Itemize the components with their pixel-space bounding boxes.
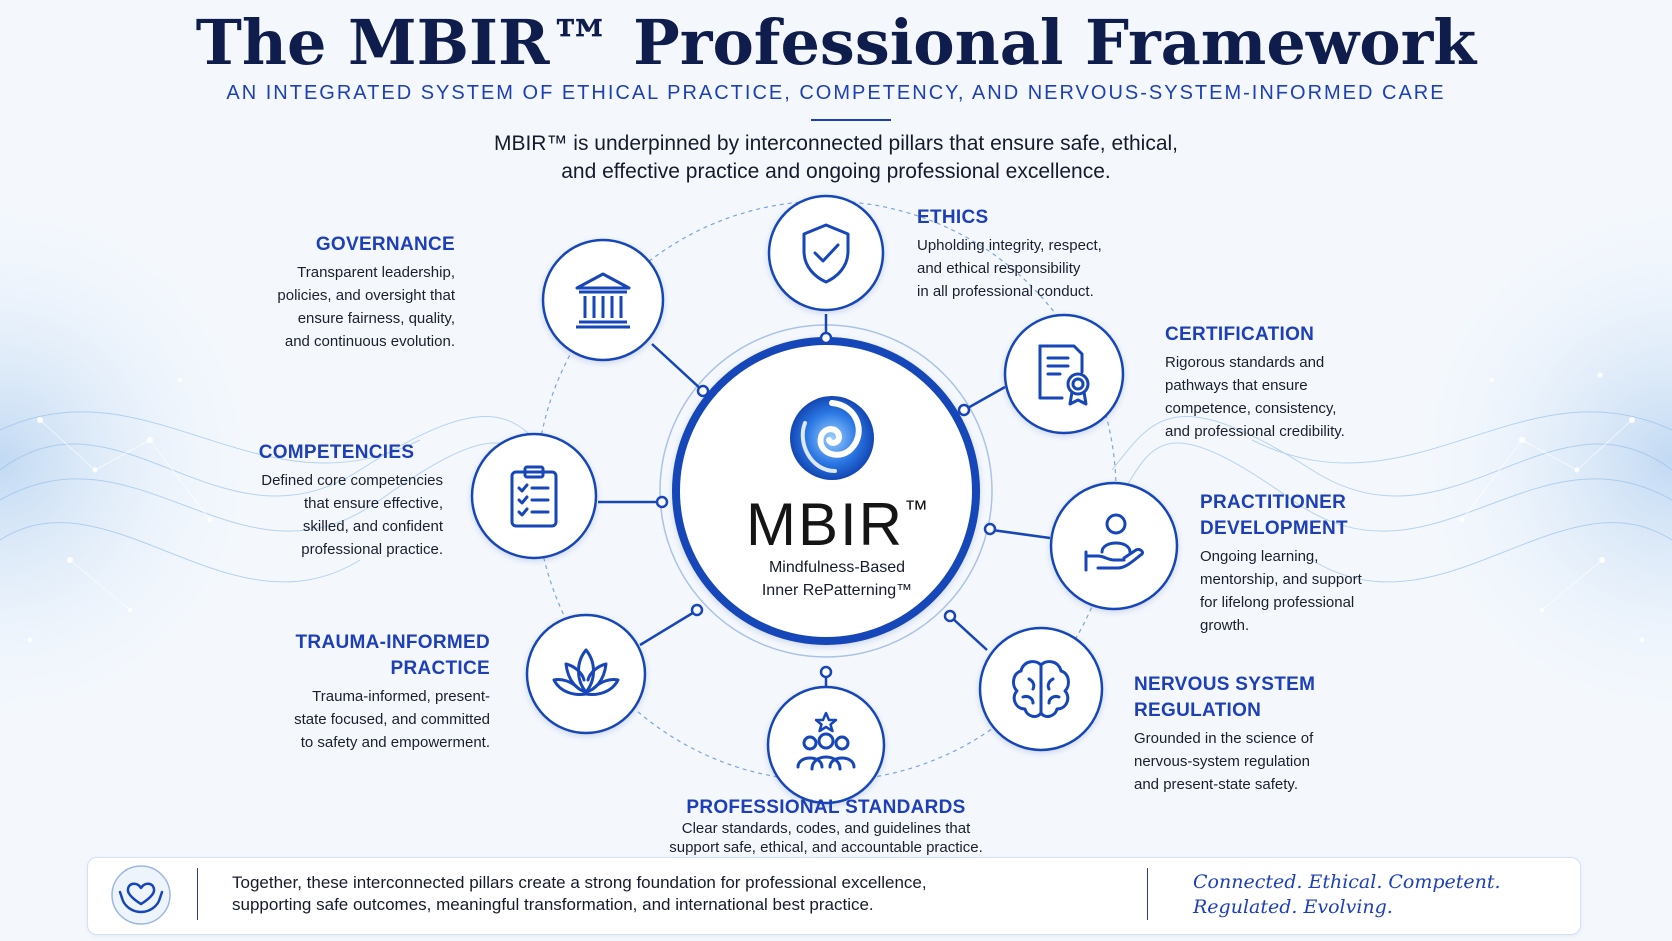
page-subtitle: AN INTEGRATED SYSTEM OF ETHICAL PRACTICE… bbox=[226, 82, 1446, 104]
pillar-competencies-line: professional practice. bbox=[301, 541, 443, 558]
pillar-professional-standards: PROFESSIONAL STANDARDS Clear standards, … bbox=[626, 797, 1026, 857]
intro-line-1: MBIR™ is underpinned by interconnected p… bbox=[493, 132, 1179, 155]
pillar-governance-line: ensure fairness, quality, bbox=[297, 310, 455, 327]
pillar-competencies-line: that ensure effective, bbox=[304, 495, 443, 512]
node-practitioner bbox=[1049, 481, 1179, 611]
pillar-standards-text: Clear standards, codes, and guidelines t… bbox=[626, 819, 1026, 857]
pillar-competencies-title: COMPETENCIES bbox=[258, 442, 415, 463]
pillar-governance-line: policies, and oversight that bbox=[277, 287, 455, 304]
center-subtitle: Mindfulness-Based Inner RePatterning™ bbox=[707, 556, 967, 602]
pillar-practitioner-line: growth. bbox=[1200, 617, 1250, 634]
pillar-governance-text: Transparent leadership, policies, and ov… bbox=[255, 261, 455, 353]
footer-tagline-line-2: Regulated. Evolving. bbox=[1193, 896, 1393, 918]
pillar-certification-line: Rigorous standards and bbox=[1165, 354, 1325, 371]
intro-text: MBIR™ is underpinned by interconnected p… bbox=[340, 130, 1332, 186]
footer-banner bbox=[87, 857, 1581, 935]
pillar-nervous-line: Grounded in the science of bbox=[1134, 730, 1314, 747]
pillar-practitioner-title-2: DEVELOPMENT bbox=[1200, 518, 1348, 539]
center-subtitle-line-2: Inner RePatterning™ bbox=[761, 582, 913, 599]
pillar-trauma-line: to safety and empowerment. bbox=[300, 734, 490, 751]
pillar-trauma-line: state focused, and committed bbox=[294, 711, 490, 728]
intro-line-2: and effective practice and ongoing profe… bbox=[561, 160, 1111, 183]
pillar-nervous-line: and present-state safety. bbox=[1134, 776, 1298, 793]
pillar-ethics: ETHICS Upholding integrity, respect, and… bbox=[917, 205, 1147, 303]
mbir-swirl-logo-icon bbox=[790, 396, 874, 480]
pillar-certification-text: Rigorous standards and pathways that ens… bbox=[1165, 351, 1395, 443]
lotus-icon bbox=[550, 638, 622, 710]
pillar-trauma-informed: TRAUMA-INFORMED PRACTICE Trauma-informed… bbox=[240, 630, 490, 754]
footer-tagline: Connected. Ethical. Competent. Regulated… bbox=[1193, 870, 1553, 920]
group-star-icon bbox=[790, 709, 862, 781]
node-certification bbox=[1003, 313, 1125, 435]
pillar-trauma-text: Trauma-informed, present- state focused,… bbox=[240, 685, 490, 754]
center-subtitle-line-1: Mindfulness-Based bbox=[768, 559, 906, 576]
pillar-competencies-line: Defined core competencies bbox=[261, 472, 443, 489]
node-trauma bbox=[525, 613, 647, 735]
pillar-trauma-line: Trauma-informed, present- bbox=[312, 688, 490, 705]
connector-nervous bbox=[950, 616, 988, 651]
pillar-practitioner-line: mentorship, and support bbox=[1200, 571, 1362, 588]
pillar-ethics-title: ETHICS bbox=[917, 207, 989, 228]
pillar-nervous-system: NERVOUS SYSTEM REGULATION Grounded in th… bbox=[1134, 672, 1374, 796]
pillar-trauma-title-2: PRACTICE bbox=[390, 658, 490, 679]
pillar-standards-title: PROFESSIONAL STANDARDS bbox=[686, 797, 966, 818]
pillar-standards-line: Clear standards, codes, and guidelines t… bbox=[681, 820, 971, 837]
pillar-ethics-line: and ethical responsibility bbox=[917, 260, 1081, 277]
connector-trauma bbox=[639, 609, 697, 647]
node-competencies bbox=[470, 432, 598, 560]
pillar-ethics-text: Upholding integrity, respect, and ethica… bbox=[917, 234, 1147, 303]
institution-icon bbox=[567, 264, 639, 336]
pillar-certification-line: competence, consistency, bbox=[1165, 400, 1337, 417]
footer-text: Together, these interconnected pillars c… bbox=[232, 872, 1132, 916]
footer-tagline-line-1: Connected. Ethical. Competent. bbox=[1193, 871, 1501, 893]
footer-text-line-1: Together, these interconnected pillars c… bbox=[232, 873, 927, 892]
pillar-ethics-line: Upholding integrity, respect, bbox=[917, 237, 1102, 254]
pillar-governance: GOVERNANCE Transparent leadership, polic… bbox=[255, 232, 455, 353]
pillar-ethics-line: in all professional conduct. bbox=[917, 283, 1094, 300]
pillar-practitioner-line: for lifelong professional bbox=[1200, 594, 1355, 611]
pillar-nervous-title-1: NERVOUS SYSTEM bbox=[1134, 674, 1316, 695]
heart-hands-icon bbox=[111, 865, 171, 925]
connector-certification bbox=[965, 385, 1006, 411]
connector-practitioner bbox=[991, 528, 1051, 540]
shield-check-icon bbox=[790, 217, 862, 289]
hand-person-icon bbox=[1078, 508, 1150, 580]
pillar-competencies-line: skilled, and confident bbox=[302, 518, 443, 535]
pillar-practitioner-title-1: PRACTITIONER bbox=[1200, 492, 1347, 513]
node-standards bbox=[766, 685, 886, 805]
pillar-standards-line: support safe, ethical, and accountable p… bbox=[669, 839, 983, 856]
center-tm: ™ bbox=[904, 496, 928, 523]
pillar-nervous-title-2: REGULATION bbox=[1134, 700, 1262, 721]
pillar-governance-title: GOVERNANCE bbox=[315, 234, 455, 255]
pillar-nervous-text: Grounded in the science of nervous-syste… bbox=[1134, 727, 1374, 796]
pillar-governance-line: Transparent leadership, bbox=[297, 264, 455, 281]
pillar-competencies-text: Defined core competencies that ensure ef… bbox=[230, 469, 443, 561]
pillar-nervous-line: nervous-system regulation bbox=[1134, 753, 1310, 770]
pillar-certification-line: pathways that ensure bbox=[1165, 377, 1308, 394]
footer-divider bbox=[197, 868, 198, 920]
connector-governance bbox=[651, 343, 704, 392]
center-title: MBIR™ bbox=[707, 478, 967, 557]
footer-divider bbox=[1147, 868, 1148, 920]
subtitle-divider bbox=[811, 119, 891, 121]
certificate-icon bbox=[1028, 338, 1100, 410]
pillar-practitioner-text: Ongoing learning, mentorship, and suppor… bbox=[1200, 545, 1430, 637]
pillar-certification-line: and professional credibility. bbox=[1165, 423, 1345, 440]
pillar-trauma-title-1: TRAUMA-INFORMED bbox=[295, 632, 490, 653]
pillar-certification: CERTIFICATION Rigorous standards and pat… bbox=[1165, 322, 1395, 443]
footer-text-line-2: supporting safe outcomes, meaningful tra… bbox=[232, 895, 874, 914]
pillar-governance-line: and continuous evolution. bbox=[284, 333, 455, 350]
pillar-practitioner-development: PRACTITIONER DEVELOPMENT Ongoing learnin… bbox=[1200, 490, 1430, 637]
pillar-certification-title: CERTIFICATION bbox=[1165, 324, 1315, 345]
node-ethics bbox=[767, 194, 885, 312]
brain-icon bbox=[1005, 653, 1077, 725]
pillar-competencies: COMPETENCIES Defined core competencies t… bbox=[230, 440, 443, 561]
center-title-text: MBIR bbox=[746, 491, 904, 558]
checklist-icon bbox=[498, 460, 570, 532]
pillar-practitioner-line: Ongoing learning, bbox=[1200, 548, 1319, 565]
page-title: The MBIR™ Professional Framework bbox=[195, 6, 1477, 79]
